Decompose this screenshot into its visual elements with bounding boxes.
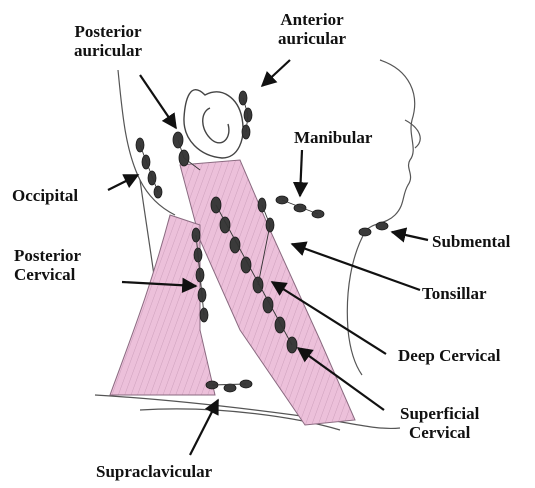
label-deep-cervical: Deep Cervical (398, 346, 500, 365)
label-posterior-cervical-line1: Posterior (14, 246, 81, 265)
label-posterior-auricular-line2: auricular (74, 41, 142, 60)
label-posterior-cervical-line2: Cervical (14, 265, 81, 284)
label-posterior-auricular: Posterior auricular (74, 22, 142, 60)
label-submental: Submental (432, 232, 510, 251)
arrow-occipital (108, 175, 138, 190)
trapezius-muscle (110, 215, 215, 395)
arrow-anterior-auricular (262, 60, 290, 86)
arrow-supraclavicular (190, 400, 218, 455)
label-posterior-cervical: Posterior Cervical (14, 246, 81, 284)
label-tonsillar: Tonsillar (422, 284, 487, 303)
label-posterior-auricular-line1: Posterior (74, 22, 142, 41)
ear-drawing (184, 90, 243, 158)
label-occipital: Occipital (12, 186, 78, 205)
arrow-manibular (300, 150, 302, 196)
label-supraclavicular: Supraclavicular (96, 462, 212, 481)
arrow-posterior-auricular (140, 75, 176, 128)
label-superficial-cervical: Superficial Cervical (400, 404, 479, 442)
label-anterior-auricular-line2: auricular (278, 29, 346, 48)
label-manibular: Manibular (294, 128, 372, 147)
label-anterior-auricular-line1: Anterior (278, 10, 346, 29)
arrow-submental (392, 232, 428, 240)
label-superficial-cervical-line2: Cervical (400, 423, 479, 442)
label-anterior-auricular: Anterior auricular (278, 10, 346, 48)
label-superficial-cervical-line1: Superficial (400, 404, 479, 423)
